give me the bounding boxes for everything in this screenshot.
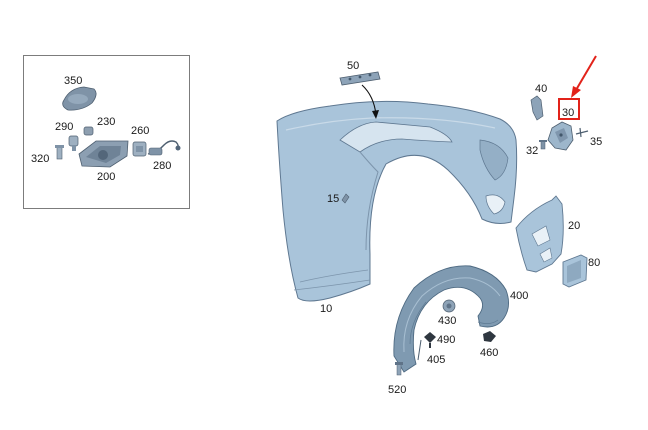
callout-400[interactable]: 400 xyxy=(510,290,529,302)
wheel-arch-liner-400[interactable] xyxy=(393,265,509,373)
callout-80[interactable]: 80 xyxy=(588,257,601,269)
trim-strip-50[interactable] xyxy=(339,71,381,86)
highlight-pointer-arrow xyxy=(571,55,597,98)
screw-520[interactable] xyxy=(395,362,403,376)
fuel-door-detail-inset xyxy=(23,55,190,209)
bracket-30[interactable] xyxy=(547,121,574,151)
clip-405[interactable] xyxy=(417,339,422,361)
control-module-80[interactable] xyxy=(562,254,588,288)
callout-280[interactable]: 280 xyxy=(153,160,172,172)
callout-200[interactable]: 200 xyxy=(97,171,116,183)
bracket-40[interactable] xyxy=(530,95,544,121)
clip-15[interactable] xyxy=(341,193,350,204)
callout-430[interactable]: 430 xyxy=(438,315,457,327)
callout-520[interactable]: 520 xyxy=(388,384,407,396)
callout-10[interactable]: 10 xyxy=(320,303,333,315)
callout-15[interactable]: 15 xyxy=(327,193,340,205)
callout-230[interactable]: 230 xyxy=(97,116,116,128)
bolt-320[interactable] xyxy=(55,145,64,160)
callout-32[interactable]: 32 xyxy=(526,145,539,157)
callout-290[interactable]: 290 xyxy=(55,121,74,133)
bushing-230[interactable] xyxy=(83,126,94,136)
side-panel-10[interactable] xyxy=(276,100,518,302)
fuel-flap-350[interactable] xyxy=(62,86,97,111)
cable-280[interactable] xyxy=(147,140,181,156)
fastener-32[interactable] xyxy=(539,140,547,150)
callout-35[interactable]: 35 xyxy=(590,136,603,148)
leader-arrow-50 xyxy=(361,84,379,119)
callout-20[interactable]: 20 xyxy=(568,220,581,232)
callout-260[interactable]: 260 xyxy=(131,125,150,137)
lock-unit-260[interactable] xyxy=(132,141,147,157)
callout-50[interactable]: 50 xyxy=(347,60,360,72)
callout-460[interactable]: 460 xyxy=(480,347,499,359)
callout-320[interactable]: 320 xyxy=(31,153,50,165)
fuel-door-housing-200[interactable] xyxy=(78,140,129,168)
clip-490[interactable] xyxy=(424,332,436,348)
callout-30[interactable]: 30 xyxy=(562,107,575,119)
actuator-290[interactable] xyxy=(68,135,79,151)
callout-40[interactable]: 40 xyxy=(535,83,548,95)
callout-405[interactable]: 405 xyxy=(427,354,446,366)
inner-panel-20[interactable] xyxy=(515,195,564,273)
callout-350[interactable]: 350 xyxy=(64,75,83,87)
highlight-box-part-30 xyxy=(558,98,580,120)
fastener-35[interactable] xyxy=(575,127,589,138)
clip-460[interactable] xyxy=(483,331,496,342)
callout-490[interactable]: 490 xyxy=(437,334,456,346)
grommet-430[interactable] xyxy=(442,299,456,313)
